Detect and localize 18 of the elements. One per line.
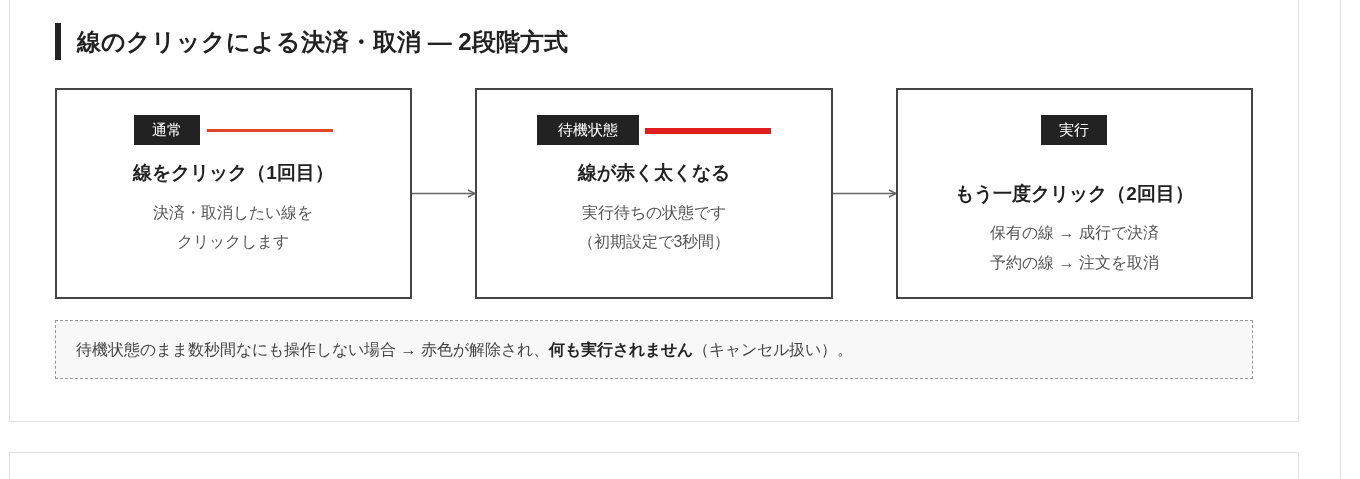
step-heading: 線が赤く太くなる (578, 161, 730, 185)
step-description: 予約の線 → 注文を取消 (990, 253, 1159, 273)
step-description: 決済・取消したい線をクリックします (152, 203, 315, 252)
step-heading: もう一度クリック（2回目） (955, 182, 1194, 206)
status-badge: 実行 (1041, 115, 1107, 145)
step-heading: 線をクリック（1回目） (133, 161, 334, 185)
status-badge: 通常 (134, 115, 200, 145)
section-title: 線のクリックによる決済・取消 — 2段階方式 (55, 23, 568, 60)
step-box (896, 88, 1253, 299)
step-description: 実行待ちの状態です (582, 203, 726, 223)
arrow (832, 189, 897, 198)
arrow (411, 189, 476, 198)
note-box: 待機状態のまま数秒間なにも操作しない場合 → 赤色が解除され、何も実行されません（キャンセル扱い）。 (55, 320, 1253, 379)
step-box (475, 88, 833, 299)
step-box (55, 88, 412, 299)
step-description: 保有の線 → 成行で決済 (990, 223, 1159, 243)
step-description: （初期設定で3秒間） (577, 232, 731, 252)
status-badge: 待機状態 (537, 115, 639, 145)
